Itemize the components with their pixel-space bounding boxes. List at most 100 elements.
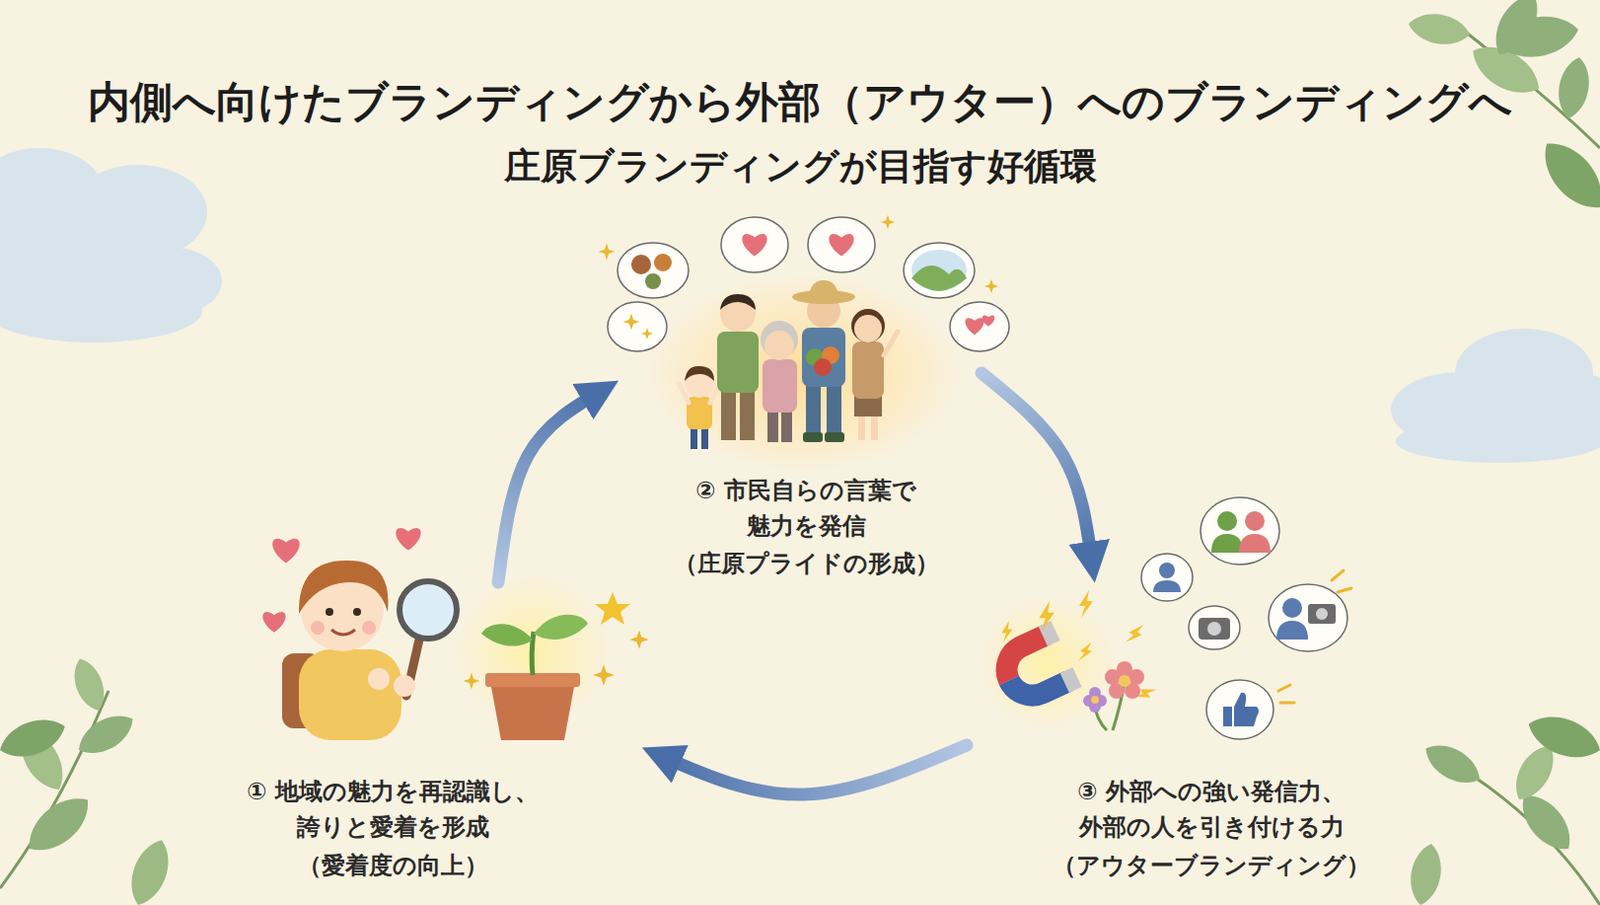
cycle-stage: ① 地域の魅力を再認識し、 誇りと愛着を形成（愛着度の向上） [217, 581, 642, 893]
person [762, 359, 798, 413]
bubble [807, 217, 875, 273]
attraction-illustration [1079, 589, 1093, 618]
bubble [903, 242, 975, 298]
person [824, 432, 845, 442]
leaves [1405, 840, 1446, 905]
bubble [1282, 597, 1303, 618]
person [851, 308, 885, 343]
person [717, 293, 759, 440]
bubble [654, 253, 672, 272]
discovery-illustration [362, 620, 376, 635]
person [792, 280, 856, 442]
bubble [1223, 706, 1233, 727]
discovery-illustration [594, 591, 631, 625]
person [802, 432, 823, 442]
citizens-illustration [984, 279, 999, 293]
bubble [1200, 497, 1280, 565]
person [813, 358, 832, 376]
bubble [949, 301, 1010, 352]
discovery-illustration [367, 667, 390, 690]
person [883, 331, 898, 356]
cloud [0, 279, 203, 343]
bubble [1206, 679, 1274, 739]
person-icon [1159, 562, 1175, 579]
person [826, 382, 842, 438]
citizens-illustration [646, 274, 962, 472]
person-icon [1153, 580, 1181, 592]
person [739, 388, 755, 440]
discovery-illustration [353, 607, 362, 616]
leaves [1405, 707, 1600, 905]
magnet [1009, 657, 1069, 704]
person [852, 341, 884, 399]
bubble [607, 301, 667, 352]
camera [1207, 621, 1222, 636]
cycle-arrow [498, 389, 603, 582]
bubble [1206, 679, 1274, 739]
bubble [1315, 607, 1328, 620]
person [760, 320, 799, 442]
person [678, 365, 721, 449]
person [690, 427, 698, 449]
flower [1090, 695, 1099, 704]
discovery-illustration [533, 614, 588, 640]
stage-text: ③ 外部への強い発信力、 外部の人を引き付ける力 [1053, 773, 1370, 845]
bubble [607, 301, 667, 352]
citizens-illustration [598, 243, 616, 261]
diagram-title: 内側へ向けたブランディングから外部（アウター）へのブランディングへ [0, 76, 1600, 127]
person [721, 388, 736, 440]
cloud [1395, 419, 1600, 463]
discovery-illustration [272, 538, 299, 564]
bubble [721, 217, 789, 273]
person [767, 408, 779, 442]
bubble [828, 233, 854, 257]
attraction-illustration [978, 593, 1117, 732]
discovery-illustration [481, 623, 533, 646]
attraction-illustration [978, 497, 1352, 739]
subtitle: 庄原ブランディングが目指す好循環 [0, 143, 1600, 191]
bubble [903, 242, 975, 298]
leaves [1531, 131, 1600, 220]
cycle-arrow [657, 744, 967, 795]
bubble [645, 273, 661, 290]
bubble [911, 249, 967, 291]
person-icon [1141, 553, 1193, 601]
magnet [1038, 620, 1061, 647]
person-icon [1141, 553, 1193, 601]
flower [1118, 674, 1131, 687]
discovery-illustration [310, 620, 325, 635]
person [701, 427, 709, 449]
person [805, 382, 821, 438]
spark-lines [1278, 570, 1352, 703]
cloud [0, 147, 222, 343]
discovery-illustration [262, 611, 286, 633]
discovery-illustration [262, 527, 649, 740]
attraction-illustration [1001, 620, 1013, 643]
leaves [0, 654, 177, 905]
leaves [67, 654, 111, 716]
spark-lines [1331, 570, 1344, 581]
discovery-illustration [629, 629, 649, 649]
bubble [1211, 533, 1243, 553]
discovery-illustration [531, 631, 534, 675]
leaves [1418, 735, 1487, 793]
leaves [1405, 8, 1472, 49]
bubble [1268, 583, 1348, 652]
person [858, 412, 866, 440]
bubble [631, 254, 652, 275]
leaves [1493, 10, 1583, 65]
bubble [1268, 583, 1348, 652]
magnet [1060, 666, 1083, 693]
discovery-illustration [491, 686, 575, 740]
attraction-illustration [1077, 639, 1095, 664]
bubble [949, 301, 1010, 352]
person [720, 293, 756, 310]
flower [1083, 660, 1145, 730]
person [808, 280, 839, 296]
discovery-illustration [298, 649, 402, 740]
discovery-illustration [463, 672, 481, 690]
